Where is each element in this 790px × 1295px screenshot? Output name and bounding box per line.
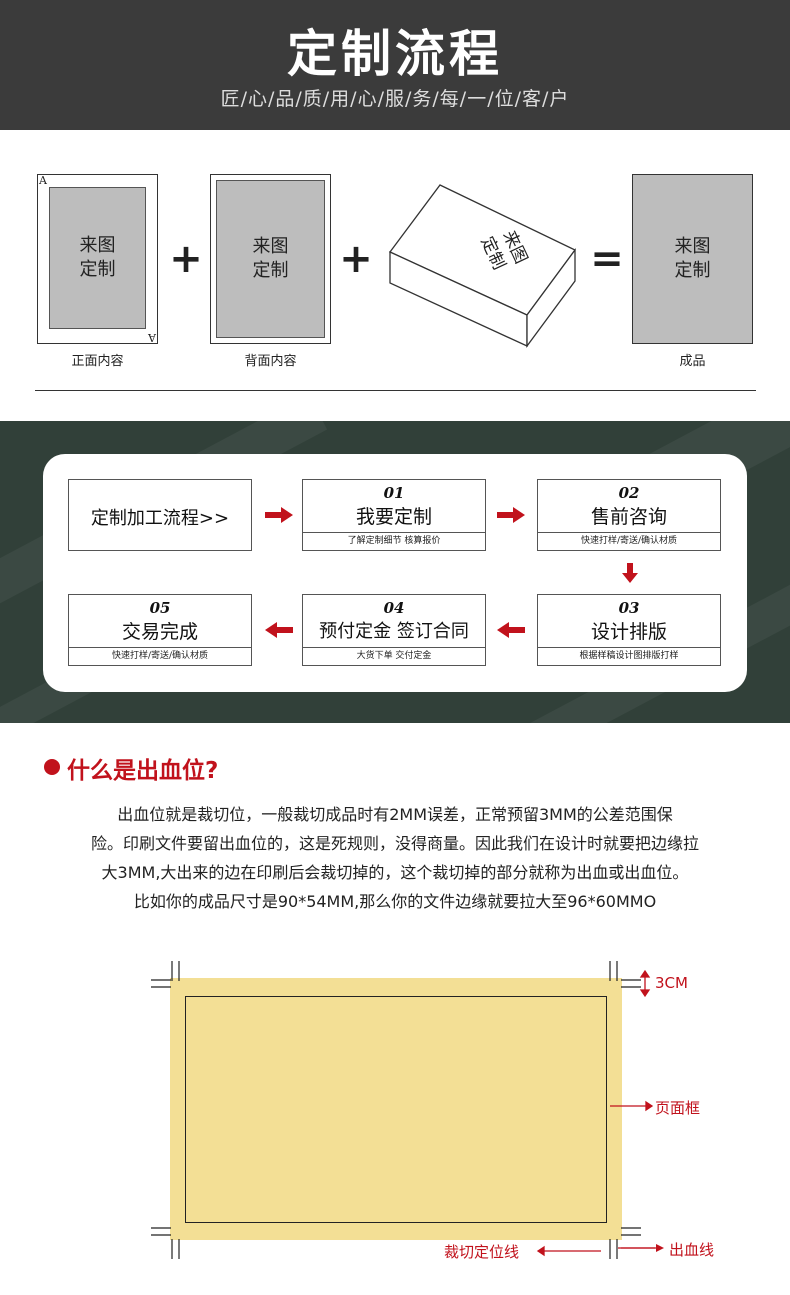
front-card-image: 来图定制 [49, 187, 146, 329]
back-caption: 背面内容 [244, 354, 297, 369]
back-text-line1: 来图 [252, 236, 289, 257]
step-number: 04 [383, 599, 405, 617]
bleed-paragraph-line: 大3MM,大出来的边在印刷后会裁切掉的，这个裁切掉的部分就称为出血或出血位。 [101, 863, 689, 882]
plus-sign: + [169, 236, 203, 282]
process-heading-box: 定制加工流程>> [68, 479, 252, 551]
step-desc: 快速打样/寄送/确认材质 [538, 532, 720, 550]
step-name: 预付定金 签订合同 [319, 621, 469, 642]
page-subtitle: 匠/心/品/质/用/心/服/务/每/一/位/客/户 [220, 88, 570, 110]
step-number: 05 [149, 599, 171, 617]
plus-sign: + [339, 236, 373, 282]
page-title: 定制流程 [287, 25, 503, 83]
step-number: 01 [383, 484, 405, 502]
process-step-01: 01 我要定制 了解定制细节 核算报价 [302, 479, 486, 551]
back-text-line2: 定制 [252, 260, 289, 281]
cut-line-label: 裁切定位线 [444, 1243, 520, 1261]
corner-letter-bottom: A [148, 331, 156, 344]
bleed-line-label: 出血线 [669, 1241, 715, 1259]
step-number: 03 [618, 599, 640, 617]
step-number: 02 [618, 484, 640, 502]
front-text-line2: 定制 [79, 259, 116, 280]
step-desc: 快速打样/寄送/确认材质 [69, 647, 251, 665]
trim-area [185, 996, 607, 1223]
front-caption: 正面内容 [71, 354, 124, 369]
box-side-face [526, 248, 576, 348]
step-desc: 大货下单 交付定金 [303, 647, 485, 665]
product-card-image: 来图定制 [633, 175, 752, 343]
step-name: 我要定制 [355, 506, 432, 528]
arrow-down-icon [622, 563, 638, 583]
process-step-04: 04 预付定金 签订合同 大货下单 交付定金 [302, 594, 486, 666]
header-banner: 定制流程 匠/心/品/质/用/心/服/务/每/一/位/客/户 [0, 0, 790, 130]
bleed-line-arrow-icon [618, 1244, 664, 1252]
arrow-left-icon [265, 622, 293, 638]
step-name: 设计排版 [590, 621, 667, 643]
step-name: 交易完成 [121, 621, 198, 643]
product-text-line1: 来图 [674, 236, 711, 257]
bleed-paragraph-line: 险。印刷文件要留出血位的，这是死规则，没得商量。因此我们在设计时就要把边缘拉 [90, 834, 699, 853]
section-divider [35, 390, 756, 391]
corner-letter-top: A [39, 174, 47, 187]
arrow-left-icon [497, 622, 525, 638]
process-step-03: 03 设计排版 根据样稿设计图排版打样 [537, 594, 721, 666]
margin-label: 3CM [655, 974, 688, 992]
back-card-image: 来图定制 [216, 180, 325, 338]
process-step-02: 02 售前咨询 快速打样/寄送/确认材质 [537, 479, 721, 551]
process-step-05: 05 交易完成 快速打样/寄送/确认材质 [68, 594, 252, 666]
step-desc: 了解定制细节 核算报价 [303, 532, 485, 550]
step-name: 售前咨询 [590, 506, 667, 528]
arrow-right-icon [265, 507, 293, 523]
product-caption: 成品 [679, 354, 706, 369]
front-text-line1: 来图 [79, 235, 116, 256]
bleed-paragraph-line: 出血位就是裁切位，一般裁切成品时有2MM误差，正常预留3MM的公差范围保 [117, 805, 673, 824]
product-text-line2: 定制 [674, 260, 711, 281]
step-desc: 根据样稿设计图排版打样 [538, 647, 720, 665]
bullet-dot-icon [44, 759, 60, 775]
equals-sign: = [590, 236, 624, 282]
bleed-paragraph-line: 比如你的成品尺寸是90*54MM,那么你的文件边缘就要拉大至96*60MMO [133, 892, 657, 911]
page-frame-label: 页面框 [655, 1099, 701, 1117]
bleed-section-title: 什么是出血位? [67, 758, 219, 784]
box-illustration: 来图 定制 [388, 184, 576, 348]
crop-marks [151, 961, 655, 1259]
arrow-right-icon [497, 507, 525, 523]
process-heading: 定制加工流程>> [90, 508, 230, 529]
